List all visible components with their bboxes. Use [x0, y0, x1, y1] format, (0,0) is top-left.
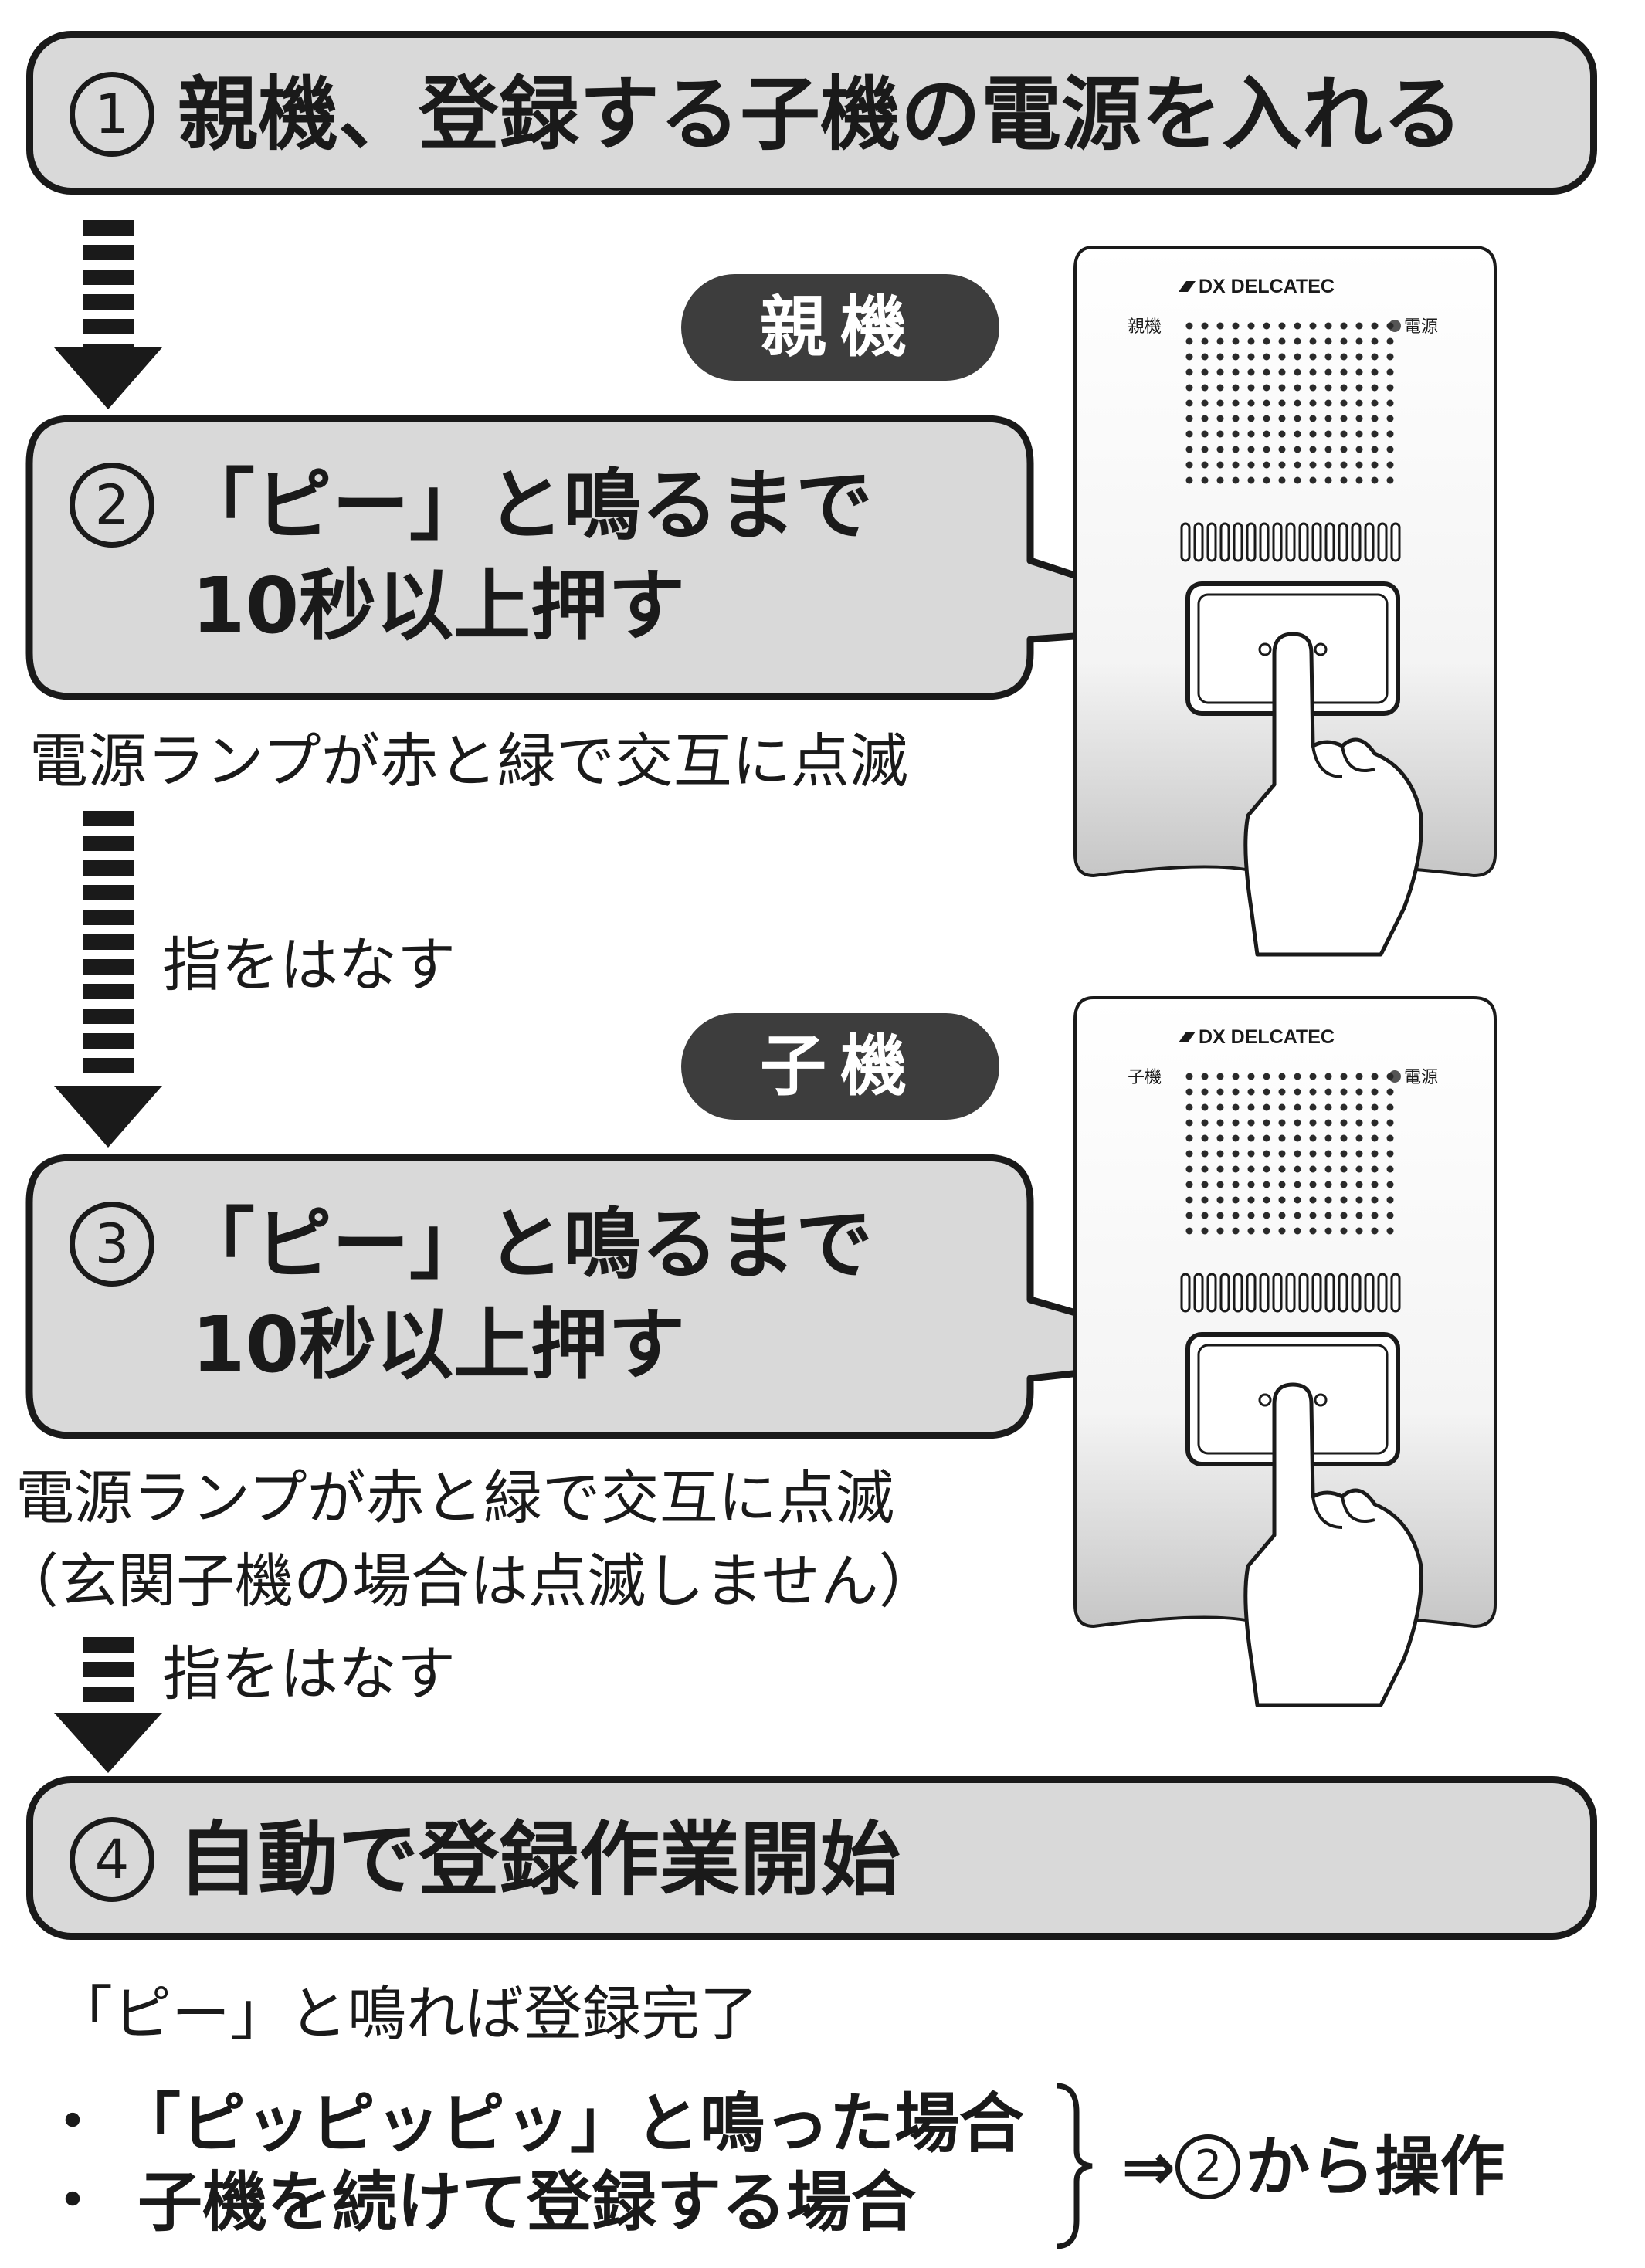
- bullet-beeps: 「ピッピッピッ」と鳴った場合: [116, 2086, 1025, 2161]
- step1-text: 親機、登録する子機の電源を入れる: [178, 67, 1464, 161]
- device-slave-illustration: DX DELCATEC 子機 電源: [1073, 996, 1497, 1707]
- note-entrance-unit: （玄関子機の場合は点滅しません）: [0, 1547, 938, 1615]
- step1-box: [26, 31, 1597, 195]
- action-arrow: ⇒: [1121, 2129, 1176, 2205]
- vent-slots: [1180, 1273, 1401, 1313]
- svg-text:DX DELCATEC: DX DELCATEC: [1199, 1026, 1335, 1048]
- step4-number: 4: [70, 1816, 154, 1902]
- bullet-mark-2: ・: [43, 2166, 102, 2235]
- step2-line2: 10秒以上押す: [192, 561, 686, 651]
- speaker-grille: [1185, 322, 1394, 484]
- slave-unit-label: 子機: [681, 1013, 999, 1120]
- dashed-arrow-1: [54, 220, 162, 409]
- master-unit-label: 親機: [681, 274, 999, 381]
- device-master-left-label: 親機: [1128, 317, 1162, 337]
- curly-brace: [1056, 2083, 1093, 2249]
- step2-number: 2: [70, 462, 154, 548]
- release-finger-1: 指をはなす: [162, 931, 456, 999]
- brand-logo: DX DELCATEC: [1179, 1026, 1335, 1048]
- device-slave-left-label: 子機: [1128, 1068, 1162, 1087]
- action-text: から操作: [1245, 2129, 1505, 2205]
- step4-text: 自動で登録作業開始: [178, 1812, 901, 1907]
- pressing-finger: [1243, 1382, 1423, 1707]
- release-finger-2: 指をはなす: [162, 1639, 456, 1708]
- step3-line1: 3 「ピー」と鳴るまで: [70, 1201, 873, 1293]
- device-master-illustration: DX DELCATEC 親機 電源: [1073, 246, 1497, 957]
- step2-callout: [25, 415, 1231, 700]
- svg-text:DX DELCATEC: DX DELCATEC: [1199, 276, 1335, 297]
- device-master-power-label: 電源: [1404, 317, 1438, 337]
- step2-line1: 2 「ピー」と鳴るまで: [70, 462, 873, 554]
- step3-line2: 10秒以上押す: [192, 1300, 686, 1390]
- action-number: 2: [1175, 2134, 1241, 2200]
- dashed-arrow-2: [54, 811, 162, 1148]
- step3-number: 3: [70, 1201, 154, 1287]
- speaker-grille: [1185, 1073, 1394, 1235]
- step1-number: 1: [70, 71, 154, 157]
- step4-box: [26, 1776, 1597, 1940]
- vent-slots: [1180, 522, 1401, 562]
- note-lamp-blink-2: 電源ランプが赤と緑で交互に点滅: [15, 1463, 894, 1532]
- note-lamp-blink-1: 電源ランプが赤と緑で交互に点滅: [29, 727, 908, 795]
- bullet-mark-1: ・: [43, 2087, 102, 2156]
- step2-line1-text: 「ピー」と鳴るまで: [178, 460, 873, 551]
- dashed-arrow-3: [54, 1637, 162, 1773]
- step3-line1-text: 「ピー」と鳴るまで: [178, 1199, 873, 1290]
- brand-logo: DX DELCATEC: [1179, 276, 1335, 297]
- pressing-finger: [1243, 632, 1423, 957]
- step3-callout: [25, 1154, 1231, 1439]
- complete-note: 「ピー」と鳴れば登録完了: [54, 1979, 758, 2048]
- bullet-continue: 子機を続けて登録する場合: [137, 2165, 917, 2240]
- device-slave-power-label: 電源: [1404, 1068, 1438, 1087]
